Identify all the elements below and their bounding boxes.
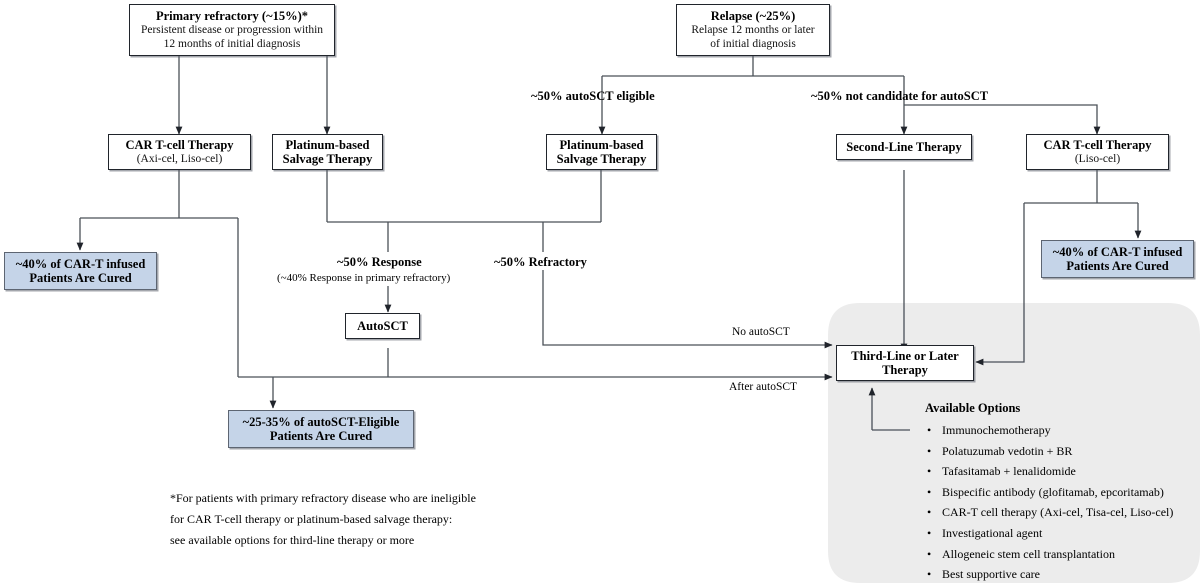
list-item-label: Investigational agent (942, 525, 1043, 540)
node-outcome-cured-autosct-line1: ~25-35% of autoSCT-Eligible (242, 414, 400, 429)
node-primary-refractory[interactable]: Primary refractory (~15%)* Persistent di… (129, 4, 335, 56)
available-options-list: • Immunochemotherapy • Polatuzumab vedot… (925, 420, 1173, 583)
node-platinum-salvage-mid[interactable]: Platinum-based Salvage Therapy (546, 134, 657, 170)
bullet-icon: • (927, 423, 932, 437)
footnote-line2: for CAR T-cell therapy or platinum-based… (170, 512, 453, 526)
list-item-label: Immunochemotherapy (942, 423, 1051, 437)
list-item-label: CAR-T cell therapy (Axi-cel, Tisa-cel, L… (942, 505, 1174, 520)
node-platinum-salvage-left[interactable]: Platinum-based Salvage Therapy (272, 134, 383, 170)
edge-label-after-autosct: After autoSCT (729, 381, 798, 393)
footnote-line1: *For patients with primary refractory di… (170, 491, 476, 505)
node-car-t-therapy-left-line1: CAR T-cell Therapy (125, 137, 234, 152)
node-second-line-therapy[interactable]: Second-Line Therapy (836, 134, 972, 160)
node-car-t-therapy-right-line1: CAR T-cell Therapy (1043, 137, 1152, 152)
node-car-t-therapy-right-line2: (Liso-cel) (1074, 153, 1121, 166)
node-autosct-line1: AutoSCT (357, 318, 408, 333)
node-outcome-cured-right[interactable]: ~40% of CAR-T infused Patients Are Cured (1041, 240, 1194, 278)
list-item: • CAR-T cell therapy (Axi-cel, Tisa-cel,… (925, 502, 1173, 523)
edge-label-not-candidate: ~50% not candidate for autoSCT (811, 89, 989, 103)
bullet-icon: • (927, 464, 932, 479)
edge-label-refractory: ~50% Refractory (494, 255, 587, 269)
node-outcome-cured-left-line1: ~40% of CAR-T infused (15, 256, 146, 271)
node-outcome-cured-left-line2: Patients Are Cured (29, 271, 132, 285)
list-item-label: Allogeneic stem cell transplantation (942, 546, 1115, 561)
node-outcome-cured-autosct-line2: Patients Are Cured (269, 429, 373, 443)
list-item: • Immunochemotherapy (925, 420, 1173, 441)
node-car-t-therapy-right[interactable]: CAR T-cell Therapy (Liso-cel) (1026, 134, 1169, 170)
list-item: • Bispecific antibody (glofitamab, epcor… (925, 482, 1173, 503)
node-autosct[interactable]: AutoSCT (345, 313, 420, 339)
bullet-icon: • (927, 546, 932, 561)
bullet-icon: • (927, 525, 932, 540)
node-platinum-salvage-mid-line2: Salvage Therapy (556, 152, 647, 166)
node-platinum-salvage-mid-line1: Platinum-based (559, 137, 644, 152)
node-second-line-therapy-line1: Second-Line Therapy (846, 139, 962, 154)
node-car-t-therapy-left-line2: (Axi-cel, Liso-cel) (136, 153, 223, 166)
node-third-line-therapy-line2: Therapy (882, 363, 928, 377)
edge-label-autosct-eligible: ~50% autoSCT eligible (531, 89, 655, 103)
node-outcome-cured-right-line1: ~40% of CAR-T infused (1052, 244, 1183, 259)
node-platinum-salvage-left-line1: Platinum-based (285, 137, 370, 152)
node-third-line-therapy-line1: Third-Line or Later (851, 348, 959, 363)
node-outcome-cured-left[interactable]: ~40% of CAR-T infused Patients Are Cured (4, 252, 157, 290)
footnote-line3: see available options for third-line the… (170, 533, 415, 547)
bullet-icon: • (927, 567, 932, 582)
node-primary-refractory-line1: Primary refractory (~15%)* (155, 8, 309, 23)
node-primary-refractory-line2: Persistent disease or progression within (140, 24, 324, 37)
bullet-icon: • (927, 505, 932, 520)
list-item: • Polatuzumab vedotin + BR (925, 441, 1173, 462)
node-relapse-line1: Relapse (~25%) (710, 8, 796, 23)
node-outcome-cured-right-line2: Patients Are Cured (1066, 259, 1169, 273)
node-relapse[interactable]: Relapse (~25%) Relapse 12 months or late… (676, 4, 830, 56)
edge-label-response-sub: (~40% Response in primary refractory) (277, 272, 451, 284)
list-item: • Allogeneic stem cell transplantation (925, 544, 1173, 565)
list-item: • Tafasitamab + lenalidomide (925, 461, 1173, 482)
node-primary-refractory-line3: 12 months of initial diagnosis (163, 38, 301, 51)
list-item: • Best supportive care (925, 564, 1173, 583)
list-item-label: Best supportive care (942, 567, 1040, 582)
edge-label-no-autosct: No autoSCT (732, 326, 790, 338)
bullet-icon: • (927, 484, 932, 499)
node-car-t-therapy-left[interactable]: CAR T-cell Therapy (Axi-cel, Liso-cel) (108, 134, 251, 170)
node-third-line-therapy[interactable]: Third-Line or Later Therapy (836, 345, 974, 381)
list-item-label: Bispecific antibody (glofitamab, epcorit… (942, 484, 1164, 499)
edge-label-response: ~50% Response (337, 255, 422, 269)
list-item: • Investigational agent (925, 523, 1173, 544)
node-outcome-cured-autosct[interactable]: ~25-35% of autoSCT-Eligible Patients Are… (228, 410, 414, 448)
node-relapse-line3: of initial diagnosis (710, 38, 796, 51)
bullet-icon: • (927, 443, 932, 458)
available-options-title: Available Options (925, 401, 1021, 415)
node-platinum-salvage-left-line2: Salvage Therapy (282, 152, 373, 166)
list-item-label: Tafasitamab + lenalidomide (942, 464, 1076, 479)
node-relapse-line2: Relapse 12 months or later (691, 24, 815, 37)
list-item-label: Polatuzumab vedotin + BR (942, 443, 1073, 458)
